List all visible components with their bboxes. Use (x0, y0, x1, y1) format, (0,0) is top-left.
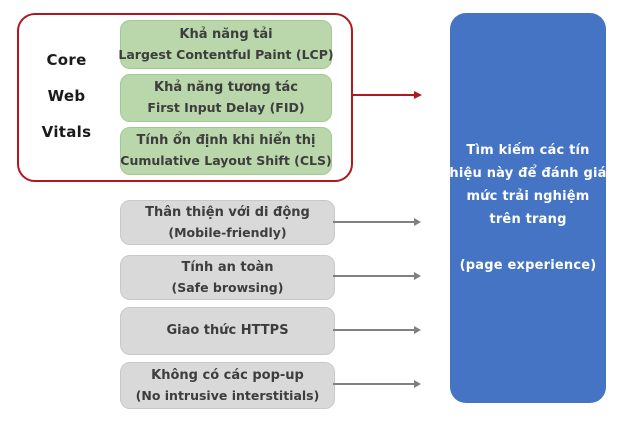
arrowhead-icon (414, 380, 421, 388)
safe-browsing-title: Tính an toàn (181, 259, 274, 275)
page-experience-note: (page experience) (459, 258, 597, 273)
mobile-friendly-box: Thân thiện với di động (Mobile-friendly) (120, 200, 335, 245)
lcp-box: Khả năng tải Largest Contentful Paint (L… (118, 20, 334, 69)
cls-subtitle: Cumulative Layout Shift (CLS) (120, 153, 332, 168)
fid-subtitle: First Input Delay (FID) (147, 100, 305, 115)
mobile-friendly-subtitle: (Mobile-friendly) (168, 224, 287, 240)
arrow-shaft (333, 329, 414, 331)
core-web-vitals-label-line: Core (46, 51, 87, 69)
page-experience-text: Tìm kiếm các tín hiệu này để đánh giá mứ… (449, 139, 606, 231)
arrow-shaft (333, 275, 414, 277)
mobile-friendly-title: Thân thiện với di động (145, 204, 310, 220)
page-experience-line: mức trải nghiệm (466, 189, 590, 204)
cls-box: Tính ổn định khi hiển thị Cumulative Lay… (120, 127, 332, 175)
no-interstitials-arrow (333, 380, 421, 388)
core-web-vitals-label-line: Web (47, 87, 86, 105)
arrowhead-icon (414, 91, 422, 99)
cls-title: Tính ổn định khi hiển thị (136, 133, 316, 148)
safe-browsing-box: Tính an toàn (Safe browsing) (120, 255, 335, 300)
lcp-title: Khả năng tải (179, 26, 273, 42)
https-title: Giao thức HTTPS (166, 323, 289, 338)
arrowhead-icon (414, 218, 421, 226)
core-web-vitals-label: Core Web Vitals (24, 42, 109, 150)
mobile-friendly-arrow (333, 218, 421, 226)
core-web-vitals-label-line: Vitals (41, 123, 92, 141)
arrow-shaft (333, 383, 414, 385)
arrowhead-icon (414, 272, 421, 280)
page-experience-line: trên trang (489, 212, 567, 227)
fid-box: Khả năng tương tác First Input Delay (FI… (120, 74, 332, 122)
https-arrow (333, 326, 421, 334)
page-experience-line: hiệu này để đánh giá (449, 166, 607, 181)
no-interstitials-subtitle: (No intrusive interstitials) (135, 387, 320, 403)
safe-browsing-subtitle: (Safe browsing) (171, 279, 284, 295)
safe-browsing-arrow (333, 272, 421, 280)
https-box: Giao thức HTTPS (120, 307, 335, 355)
arrow-shaft (333, 221, 414, 223)
arrow-shaft (353, 94, 415, 96)
core-web-vitals-arrow (353, 91, 422, 99)
core-web-vitals-group (17, 13, 353, 182)
arrowhead-icon (414, 326, 421, 334)
lcp-subtitle: Largest Contentful Paint (LCP) (118, 46, 334, 62)
page-experience-box: Tìm kiếm các tín hiệu này để đánh giá mứ… (449, 13, 606, 403)
no-interstitials-title: Không có các pop-up (151, 367, 304, 383)
page-experience-line: Tìm kiếm các tín (466, 143, 590, 158)
fid-title: Khả năng tương tác (154, 80, 298, 95)
no-interstitials-box: Không có các pop-up (No intrusive inters… (120, 362, 335, 409)
